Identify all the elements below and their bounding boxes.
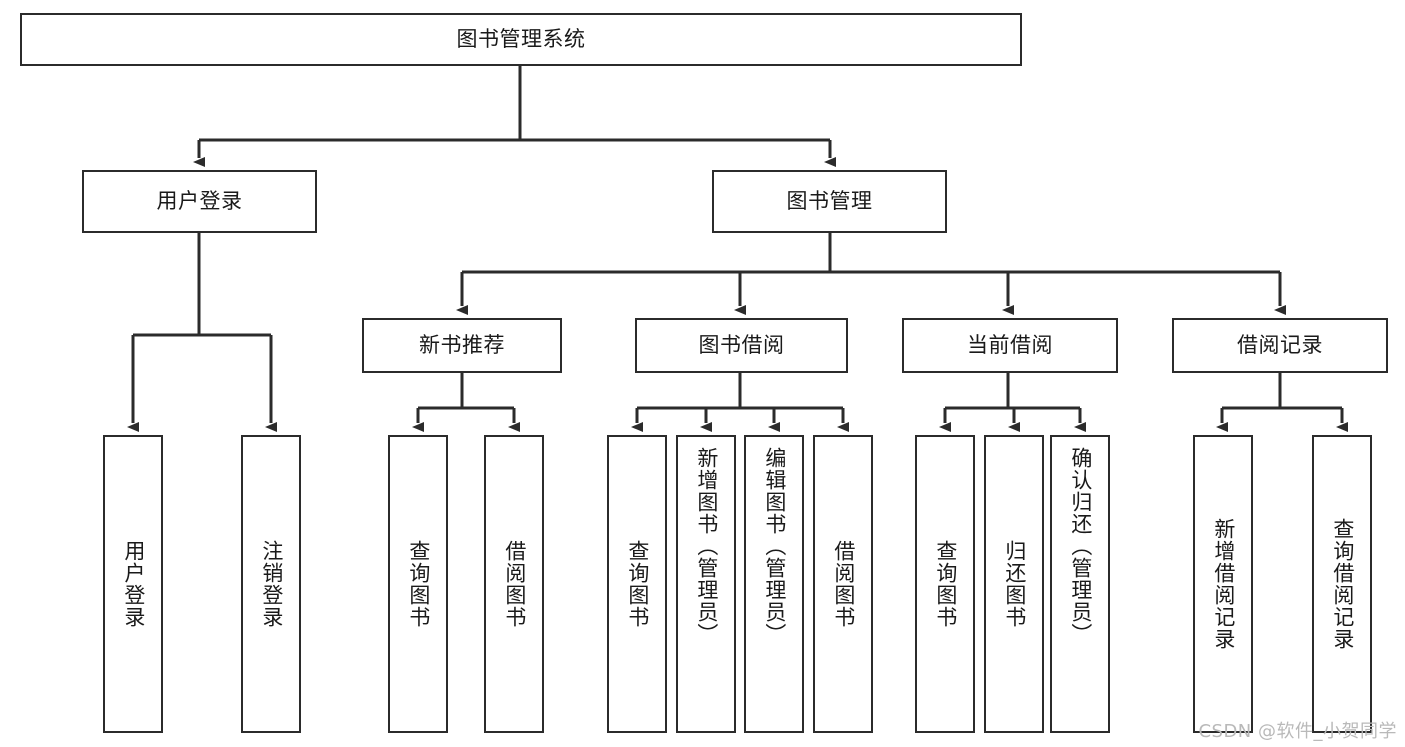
node-leaf-borrow-book-1-label: 借阅图书 (502, 540, 527, 628)
node-root[interactable]: 图书管理系统 (20, 13, 1022, 66)
node-borrow-record[interactable]: 借阅记录 (1172, 318, 1388, 373)
node-leaf-borrow-book-2[interactable]: 借阅图书 (813, 435, 873, 733)
node-leaf-query-book-2[interactable]: 查询图书 (607, 435, 667, 733)
node-root-label: 图书管理系统 (456, 26, 586, 51)
node-book-borrow[interactable]: 图书借阅 (635, 318, 848, 373)
node-book-manage[interactable]: 图书管理 (712, 170, 947, 233)
node-leaf-borrow-book-2-label: 借阅图书 (831, 540, 856, 628)
node-leaf-edit-book[interactable]: 编辑图书（管理员） (744, 435, 804, 733)
node-leaf-confirm-return[interactable]: 确认归还（管理员） (1050, 435, 1110, 733)
node-leaf-return-book-label: 归还图书 (1002, 540, 1027, 628)
node-leaf-add-record[interactable]: 新增借阅记录 (1193, 435, 1253, 733)
node-new-book-recommend-label: 新书推荐 (419, 332, 505, 357)
node-current-borrow[interactable]: 当前借阅 (902, 318, 1118, 373)
node-leaf-query-book-1[interactable]: 查询图书 (388, 435, 448, 733)
node-leaf-return-book[interactable]: 归还图书 (984, 435, 1044, 733)
watermark: CSDN @软件_小贺同学 (1198, 721, 1397, 742)
node-book-manage-label: 图书管理 (786, 188, 873, 213)
node-leaf-query-book-3-label: 查询图书 (933, 540, 958, 628)
node-leaf-query-book-1-label: 查询图书 (406, 540, 431, 628)
node-leaf-borrow-book-1[interactable]: 借阅图书 (484, 435, 544, 733)
node-leaf-query-record[interactable]: 查询借阅记录 (1312, 435, 1372, 733)
node-new-book-recommend[interactable]: 新书推荐 (362, 318, 562, 373)
node-user-login-label: 用户登录 (156, 188, 243, 213)
node-leaf-query-book-2-label: 查询图书 (625, 540, 650, 628)
node-leaf-logout-login[interactable]: 注销登录 (241, 435, 301, 733)
node-current-borrow-label: 当前借阅 (967, 332, 1053, 357)
node-leaf-confirm-return-label: 确认归还（管理员） (1068, 447, 1093, 645)
node-leaf-add-record-label: 新增借阅记录 (1211, 518, 1236, 650)
node-user-login[interactable]: 用户登录 (82, 170, 317, 233)
node-leaf-add-book-label: 新增图书（管理员） (694, 447, 719, 645)
node-leaf-user-login[interactable]: 用户登录 (103, 435, 163, 733)
node-borrow-record-label: 借阅记录 (1237, 332, 1323, 357)
node-leaf-query-record-label: 查询借阅记录 (1330, 518, 1355, 650)
node-book-borrow-label: 图书借阅 (698, 332, 785, 357)
node-leaf-add-book[interactable]: 新增图书（管理员） (676, 435, 736, 733)
node-leaf-user-login-label: 用户登录 (121, 540, 146, 628)
node-leaf-logout-login-label: 注销登录 (259, 540, 284, 628)
node-leaf-query-book-3[interactable]: 查询图书 (915, 435, 975, 733)
node-leaf-edit-book-label: 编辑图书（管理员） (762, 447, 787, 645)
